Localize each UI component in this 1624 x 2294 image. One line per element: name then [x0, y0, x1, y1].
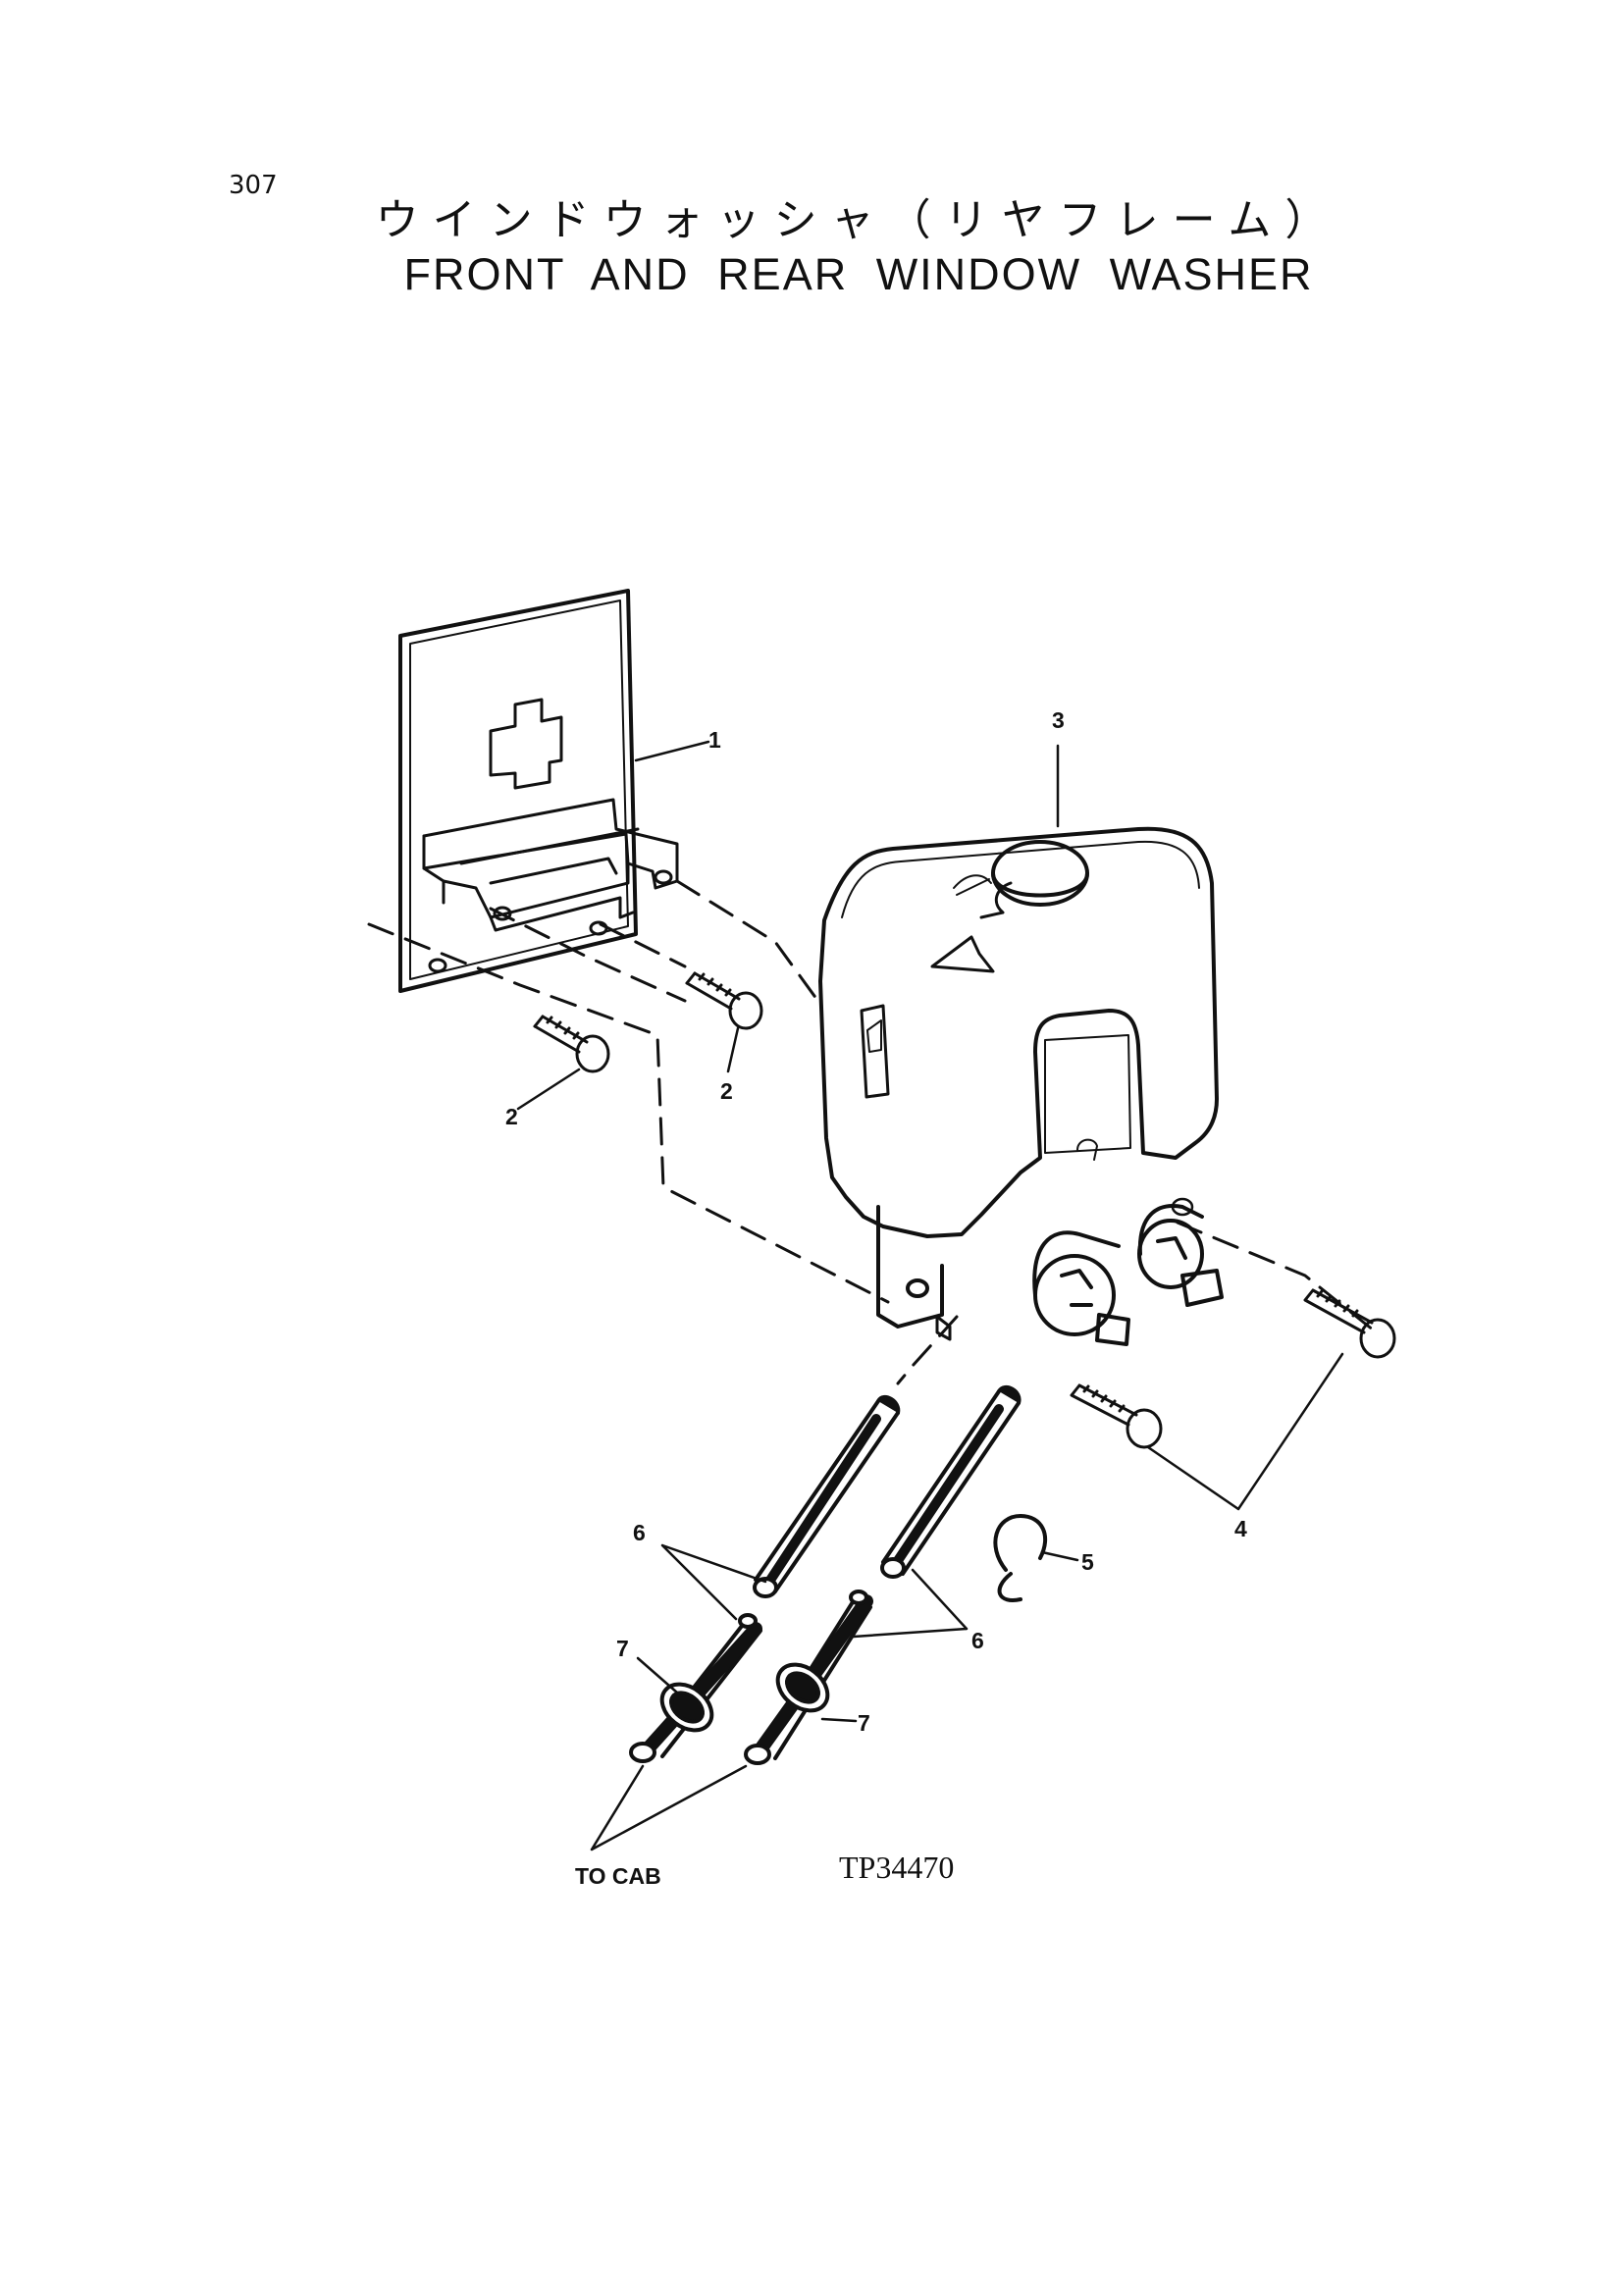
callout-2a: 2: [720, 1078, 733, 1104]
callout-7-right: 7: [858, 1710, 870, 1736]
drawing-code: TP34470: [839, 1850, 954, 1885]
mounting-bracket: [398, 589, 679, 993]
clip-5: [993, 1514, 1048, 1602]
callout-5: 5: [1081, 1549, 1094, 1575]
callout-3: 3: [1052, 707, 1065, 733]
bolt-2b: [533, 1015, 610, 1073]
title-english: FRONT AND REAR WINDOW WASHER: [403, 249, 1314, 299]
callout-4: 4: [1234, 1516, 1247, 1541]
callout-7-left: 7: [616, 1636, 629, 1661]
screw-4b: [1070, 1383, 1163, 1449]
screw-4a: [1303, 1288, 1396, 1359]
callout-6-left: 6: [633, 1520, 646, 1545]
hose-left: [753, 1394, 901, 1598]
callout-1: 1: [708, 727, 721, 753]
washer-tank: [818, 826, 1224, 1346]
to-cab-label: TO CAB: [575, 1863, 661, 1889]
hose-right: [880, 1384, 1022, 1579]
callout-6-right: 6: [971, 1628, 984, 1653]
title-japanese: ウインドウォッシャ（リヤフレーム）: [375, 195, 1342, 245]
grommet-tube-left: [629, 1613, 762, 1763]
page-number: 307: [229, 171, 278, 200]
grommet-tube-right: [744, 1590, 873, 1765]
bolt-2a: [685, 971, 763, 1030]
callout-2b: 2: [505, 1104, 518, 1129]
